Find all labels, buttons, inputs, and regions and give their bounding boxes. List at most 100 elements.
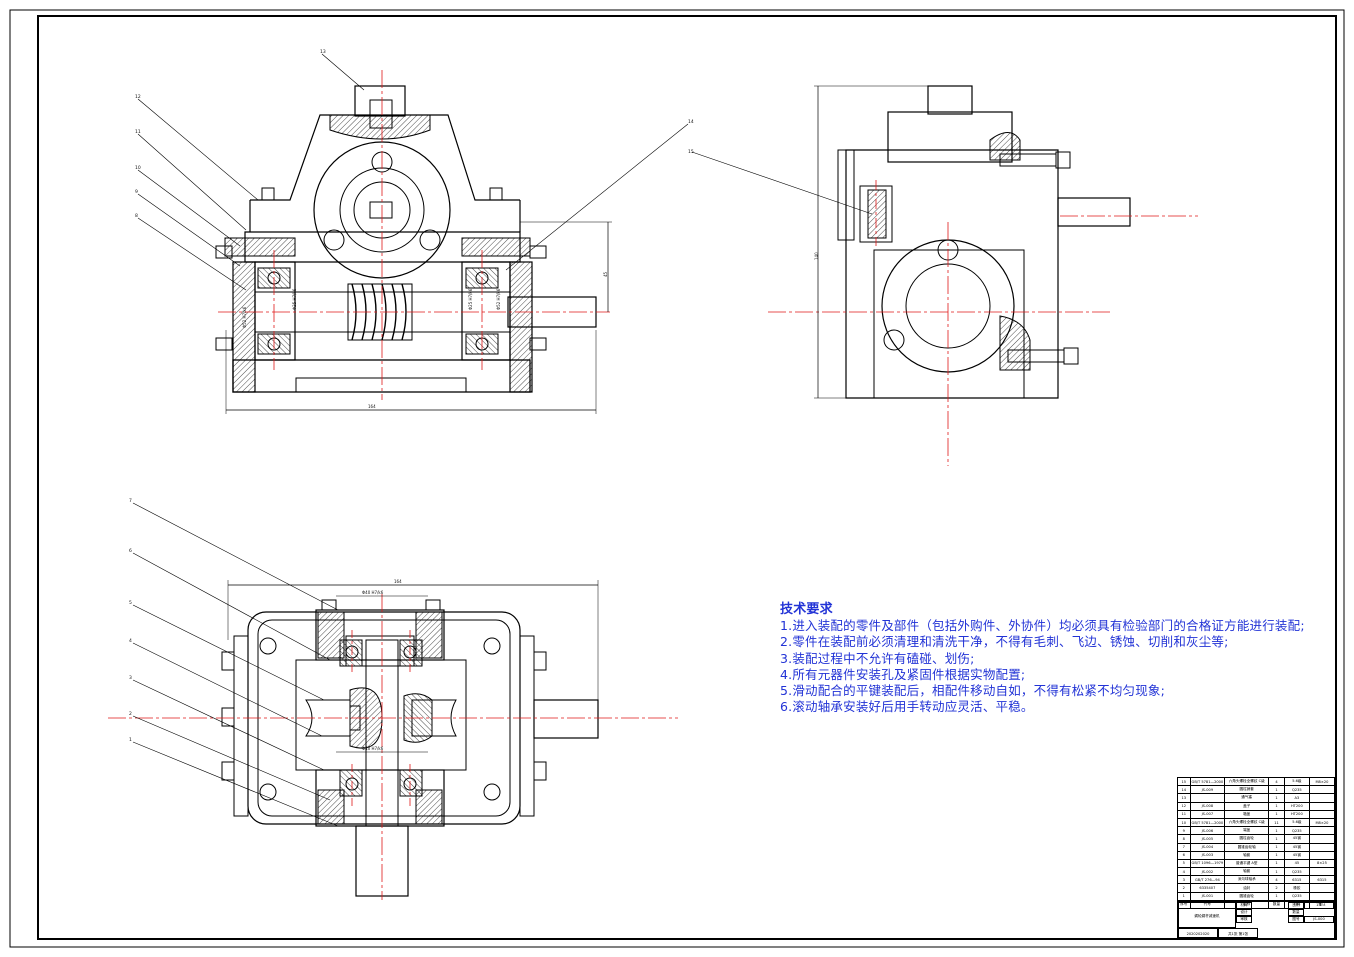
- parts-cell: [1308, 891, 1336, 901]
- parts-cell: 1: [1268, 809, 1285, 819]
- parts-cell: 1: [1268, 793, 1285, 803]
- parts-cell: JS-009: [1189, 785, 1226, 795]
- fit-label-1: Φ52 H7/k6: [242, 306, 247, 328]
- parts-cell: 普通平键 A型: [1224, 858, 1270, 869]
- balloon-12: 12: [135, 94, 141, 100]
- balloon-11: 11: [135, 129, 141, 135]
- parts-cell: 4: [1177, 867, 1191, 877]
- parts-cell: 15: [1177, 776, 1191, 787]
- balloon-1: 1: [129, 737, 132, 743]
- label-quantity: 数量: [1288, 909, 1304, 916]
- parts-cell: 名称: [1224, 899, 1270, 910]
- parts-cell: JS-005: [1189, 834, 1226, 844]
- tech-req-item-6: 6.滚动轴承安装好后用手转动应灵活、平稳。: [780, 699, 1034, 715]
- parts-cell: 14: [1177, 785, 1191, 795]
- parts-cell: 7: [1177, 842, 1191, 852]
- top-width-dim: 164: [394, 579, 402, 584]
- parts-cell: 1: [1268, 785, 1285, 795]
- balloon-14: 14: [688, 119, 694, 125]
- bottom-fit-label: Φ40 H7/k6: [362, 746, 384, 751]
- parts-cell: JS-002: [1189, 867, 1226, 877]
- parts-cell: 8×25: [1308, 858, 1336, 869]
- parts-cell: [1308, 826, 1336, 836]
- school-code: 2020202020: [1178, 928, 1218, 938]
- parts-cell: GB/T 1096—1979: [1189, 858, 1226, 869]
- fit-label-3: Φ25 H7/k6: [468, 288, 473, 310]
- parts-cell: GB/T 276—94: [1189, 875, 1226, 885]
- parts-cell: 六角头螺栓全螺纹 C级: [1224, 817, 1270, 828]
- side-view-labels: 15 140: [688, 149, 819, 260]
- parts-cell: Q235: [1283, 826, 1310, 836]
- parts-cell: 45: [1283, 858, 1310, 869]
- parts-cell: 端盖: [1224, 826, 1270, 836]
- top-view-labels: 7 6 5 4 3 2 1 164 Φ40 H7/k6 Φ40 H7/k6: [129, 498, 402, 751]
- parts-cell: 深沟球轴承: [1224, 875, 1270, 885]
- parts-cell: 1: [1268, 858, 1285, 869]
- inner-border: [37, 15, 1337, 940]
- parts-cell: GB/T 5781—2000: [1189, 776, 1226, 787]
- parts-cell: JS-001: [1189, 891, 1226, 901]
- parts-cell: [1308, 801, 1336, 811]
- balloon-3: 3: [129, 675, 132, 681]
- parts-cell: 1: [1268, 867, 1285, 877]
- parts-cell: 轴套: [1224, 850, 1270, 860]
- parts-cell: [1308, 867, 1336, 877]
- balloon-4: 4: [129, 638, 132, 644]
- parts-cell: 箱盖: [1224, 809, 1270, 819]
- balloon-9: 9: [135, 189, 138, 195]
- parts-cell: 6315: [1283, 875, 1310, 885]
- parts-cell: 9: [1177, 826, 1191, 836]
- parts-cell: 45钢: [1283, 834, 1310, 844]
- parts-cell: HT200: [1283, 809, 1310, 819]
- parts-cell: JS-007: [1189, 809, 1226, 819]
- parts-cell: 1: [1177, 891, 1191, 901]
- parts-cell: 12: [1177, 801, 1191, 811]
- parts-cell: 六角头螺栓全螺纹 C级: [1224, 776, 1270, 787]
- title-block: 蜗轮蜗杆减速机 材料 设计 审核 比例 1:1 数量 图号 JS-000 202…: [1177, 901, 1335, 939]
- parts-cell: [1308, 834, 1336, 844]
- parts-cell: [1308, 809, 1336, 819]
- parts-cell: 45钢: [1283, 842, 1310, 852]
- balloon-6: 6: [129, 548, 132, 554]
- top-view: [108, 502, 678, 900]
- parts-cell: JS-008: [1189, 801, 1226, 811]
- parts-cell: 1: [1268, 834, 1285, 844]
- parts-cell: [1308, 850, 1336, 860]
- parts-cell: 圆锥齿轮轴: [1224, 842, 1270, 852]
- parts-cell: JS-004: [1189, 842, 1226, 852]
- front-height-dim: 45: [603, 271, 608, 277]
- tech-req-item-1: 1.进入装配的零件及部件（包括外购件、外协件）均必须具有检验部门的合格证方能进行…: [780, 618, 1305, 634]
- balloon-7: 7: [129, 498, 132, 504]
- parts-cell: HT200: [1283, 801, 1310, 811]
- technical-requirements: 技术要求 1.进入装配的零件及部件（包括外购件、外协件）均必须具有检验部门的合格…: [780, 602, 1320, 715]
- balloon-10: 10: [135, 165, 141, 171]
- parts-cell: 5: [1177, 858, 1191, 869]
- parts-cell: 11: [1177, 809, 1191, 819]
- tech-req-item-2: 2.零件在装配前必须清理和清洗干净，不得有毛刺、飞边、锈蚀、切削和灰尘等;: [780, 634, 1229, 650]
- parts-cell: 45钢: [1283, 850, 1310, 860]
- fit-label-4: Φ52 H7/k6: [496, 288, 501, 310]
- parts-cell: 通气塞: [1224, 793, 1270, 803]
- parts-cell: [1308, 785, 1336, 795]
- sheet-info: 共1张 第1张: [1218, 928, 1258, 938]
- parts-header-row: 序号代号名称数量材料备注: [1177, 899, 1336, 910]
- parts-cell: Q235: [1283, 785, 1310, 795]
- parts-cell: 圆柱齿轮: [1224, 834, 1270, 844]
- tech-req-heading: 技术要求: [780, 602, 833, 617]
- balloon-2: 2: [129, 711, 132, 717]
- parts-cell: [1189, 793, 1226, 803]
- parts-cell: M8×20: [1308, 776, 1336, 787]
